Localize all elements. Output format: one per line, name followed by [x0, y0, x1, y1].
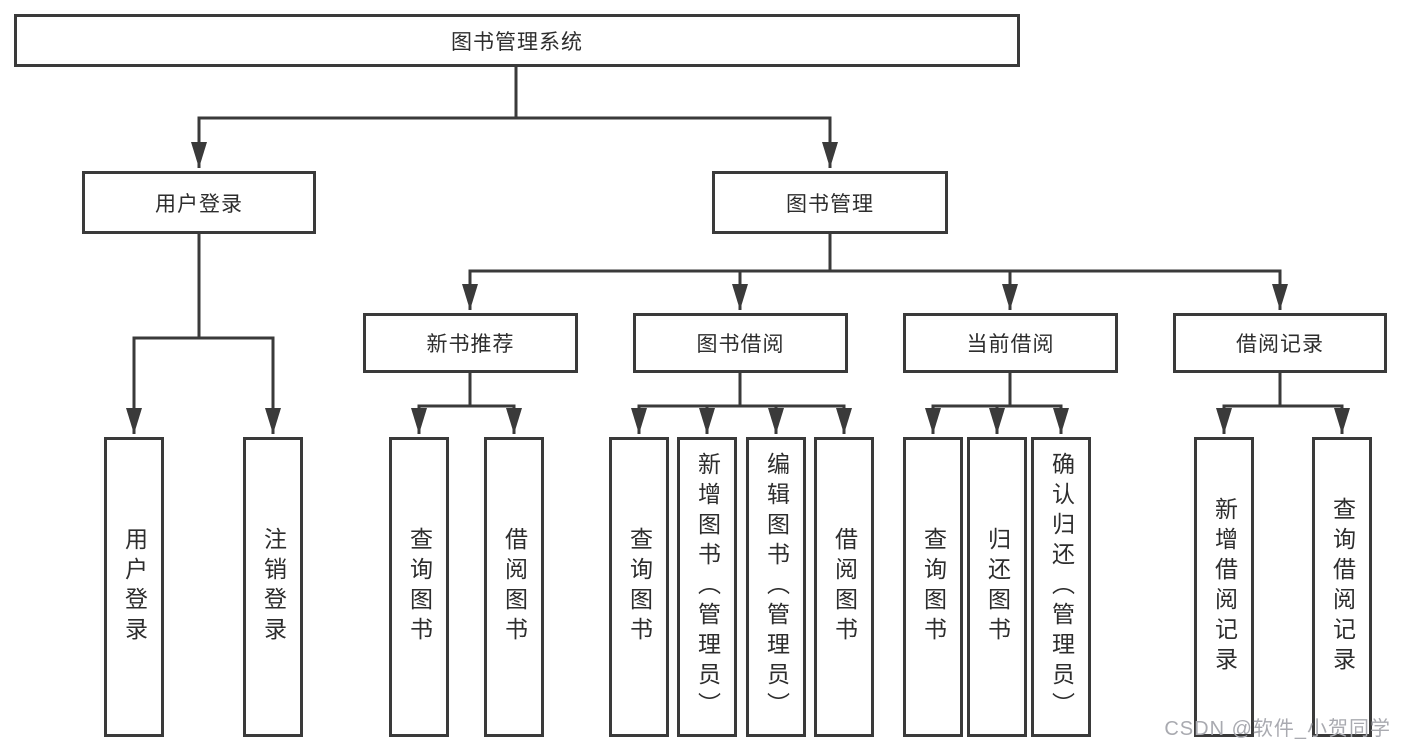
- leaf-query-borrow-record: 查询借阅记录: [1312, 437, 1372, 737]
- node-book-management: 图书管理: [712, 171, 948, 234]
- leaf-add-borrow-record: 新增借阅记录: [1194, 437, 1254, 737]
- leaf-add-books-admin: 新增图书（管理员）: [677, 437, 737, 737]
- node-new-book-recommendation: 新书推荐: [363, 313, 578, 373]
- node-book-borrowing: 图书借阅: [633, 313, 848, 373]
- leaf-user-login: 用户登录: [104, 437, 164, 737]
- leaf-borrow-books: 借阅图书: [814, 437, 874, 737]
- leaf-borrow-books-rec: 借阅图书: [484, 437, 544, 737]
- node-user-login: 用户登录: [82, 171, 316, 234]
- leaf-edit-books-admin: 编辑图书（管理员）: [746, 437, 806, 737]
- leaf-return-books: 归还图书: [967, 437, 1027, 737]
- node-borrowing-record: 借阅记录: [1173, 313, 1387, 373]
- leaf-confirm-return-admin: 确认归还（管理员）: [1031, 437, 1091, 737]
- leaf-query-books-borrow: 查询图书: [609, 437, 669, 737]
- node-root: 图书管理系统: [14, 14, 1020, 67]
- leaf-query-books-current: 查询图书: [903, 437, 963, 737]
- leaf-logout: 注销登录: [243, 437, 303, 737]
- csdn-watermark: CSDN @软件_小贺同学: [1164, 718, 1391, 740]
- leaf-query-books-rec: 查询图书: [389, 437, 449, 737]
- node-current-borrowing: 当前借阅: [903, 313, 1118, 373]
